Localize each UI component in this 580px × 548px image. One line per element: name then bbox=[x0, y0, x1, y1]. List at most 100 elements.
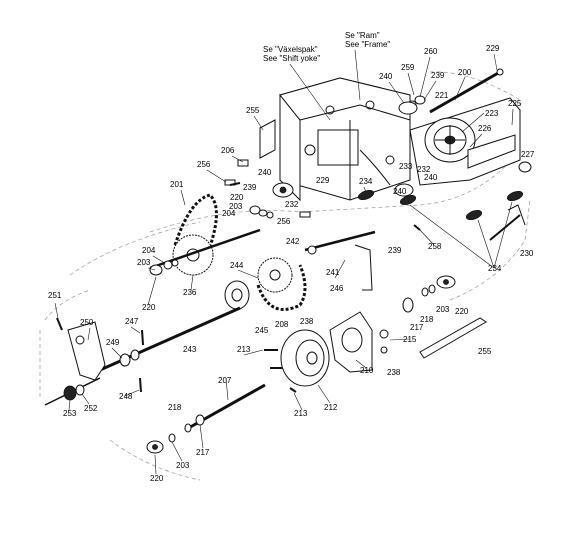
bearing-253-nut-252 bbox=[44, 377, 101, 406]
note-frame-en: See "Frame" bbox=[345, 40, 390, 49]
callout-223: 223 bbox=[485, 109, 499, 118]
callout-220-top: 220 bbox=[230, 193, 244, 202]
drive-disc-212 bbox=[280, 329, 330, 387]
callout-234-mid: 234 bbox=[359, 177, 373, 186]
note-lever-en: See "Shift yoke" bbox=[263, 54, 320, 63]
right-bearing-set bbox=[402, 275, 456, 313]
callout-217-low: 217 bbox=[196, 448, 210, 457]
callout-204-top: 204 bbox=[222, 209, 236, 218]
callout-250: 250 bbox=[80, 318, 94, 327]
main-frame bbox=[279, 77, 411, 202]
note-lever-sv: Se "Växelspak" bbox=[263, 45, 318, 54]
sprocket-244-chain-208 bbox=[256, 257, 307, 311]
callout-251: 251 bbox=[48, 291, 62, 300]
callout-240-right: 240 bbox=[424, 173, 438, 182]
shaft-207 bbox=[184, 383, 266, 433]
callout-243: 243 bbox=[183, 345, 197, 354]
callout-248: 248 bbox=[119, 392, 133, 401]
bracket-255-top bbox=[259, 119, 276, 159]
shaft-229-top bbox=[407, 68, 504, 114]
callout-200: 200 bbox=[458, 68, 472, 77]
callout-labels: 229 200 259 260 240 239 221 225 223 226 … bbox=[48, 44, 535, 483]
callout-203-right: 203 bbox=[436, 305, 450, 314]
callout-233: 233 bbox=[399, 162, 413, 171]
callout-256-top: 256 bbox=[197, 160, 211, 169]
callout-242: 242 bbox=[286, 237, 300, 246]
callout-238-low: 238 bbox=[387, 368, 401, 377]
callout-255-top: 255 bbox=[246, 106, 260, 115]
leader-lines bbox=[54, 53, 514, 475]
callout-239: 239 bbox=[431, 71, 445, 80]
shift-shaft-241 bbox=[304, 230, 376, 291]
sprocket-236 bbox=[172, 234, 214, 276]
note-frame-sv: Se "Ram" bbox=[345, 31, 380, 40]
callout-221: 221 bbox=[435, 91, 449, 100]
callout-245: 245 bbox=[255, 326, 269, 335]
callout-210: 210 bbox=[360, 366, 374, 375]
callout-208: 208 bbox=[275, 320, 289, 329]
callout-259: 259 bbox=[401, 63, 415, 72]
callout-241: 241 bbox=[326, 268, 340, 277]
callout-244: 244 bbox=[230, 261, 244, 270]
callout-220-right: 220 bbox=[455, 307, 469, 316]
rod-255 bbox=[419, 317, 487, 359]
callout-203-top: 203 bbox=[229, 202, 243, 211]
callout-207: 207 bbox=[218, 376, 232, 385]
callout-203-left: 203 bbox=[137, 258, 151, 267]
callout-212: 212 bbox=[324, 403, 338, 412]
callout-246: 246 bbox=[330, 284, 344, 293]
callout-230: 230 bbox=[520, 249, 534, 258]
callout-239-low: 239 bbox=[388, 246, 402, 255]
callout-215: 215 bbox=[403, 335, 417, 344]
callout-240-lower: 240 bbox=[393, 187, 407, 196]
long-shaft-243 bbox=[99, 306, 241, 372]
side-plate-assembly bbox=[409, 97, 532, 186]
callout-217-right: 217 bbox=[410, 323, 424, 332]
callout-218-right: 218 bbox=[420, 315, 434, 324]
callout-238-top: 238 bbox=[300, 317, 314, 326]
callout-240: 240 bbox=[379, 72, 393, 81]
callout-218-low: 218 bbox=[168, 403, 182, 412]
callout-201: 201 bbox=[170, 180, 184, 189]
callout-249: 249 bbox=[106, 338, 120, 347]
bolts bbox=[56, 182, 421, 393]
callout-213-low: 213 bbox=[294, 409, 308, 418]
callout-220-low: 220 bbox=[150, 474, 164, 483]
callout-234-right: 234 bbox=[488, 264, 502, 273]
callout-260: 260 bbox=[424, 47, 438, 56]
callout-247: 247 bbox=[125, 317, 139, 326]
callout-220-left: 220 bbox=[142, 303, 156, 312]
hardware-cluster bbox=[224, 159, 311, 219]
reference-notes: Se "Växelspak" See "Shift yoke" Se "Ram"… bbox=[263, 31, 390, 121]
callout-213-left: 213 bbox=[237, 345, 251, 354]
friction-pads bbox=[357, 189, 524, 221]
frame-ghost-outline bbox=[39, 71, 531, 481]
callout-232-mid: 232 bbox=[285, 200, 299, 209]
callout-240-mid: 240 bbox=[258, 168, 272, 177]
callout-236: 236 bbox=[183, 288, 197, 297]
callout-203-low: 203 bbox=[176, 461, 190, 470]
callout-229: 229 bbox=[486, 44, 500, 53]
callout-206: 206 bbox=[221, 146, 235, 155]
callout-253: 253 bbox=[63, 409, 77, 418]
callout-252: 252 bbox=[84, 404, 98, 413]
callout-229-mid: 229 bbox=[316, 176, 330, 185]
bracket-220-lower bbox=[146, 433, 176, 454]
callout-232-right: 232 bbox=[417, 165, 431, 174]
upper-shaft bbox=[149, 228, 261, 276]
callout-256-mid: 256 bbox=[277, 217, 291, 226]
callout-255-low: 255 bbox=[478, 347, 492, 356]
arm-250 bbox=[67, 321, 106, 381]
callout-204-left: 204 bbox=[142, 246, 156, 255]
callout-258: 258 bbox=[428, 242, 442, 251]
hub-246 bbox=[224, 280, 250, 310]
brackets bbox=[272, 101, 418, 198]
callout-226: 226 bbox=[478, 124, 492, 133]
callout-239-mid: 239 bbox=[243, 183, 257, 192]
callout-225: 225 bbox=[508, 99, 522, 108]
hub-housing-210 bbox=[329, 311, 389, 373]
rod-230 bbox=[489, 204, 526, 241]
callout-227: 227 bbox=[521, 150, 535, 159]
